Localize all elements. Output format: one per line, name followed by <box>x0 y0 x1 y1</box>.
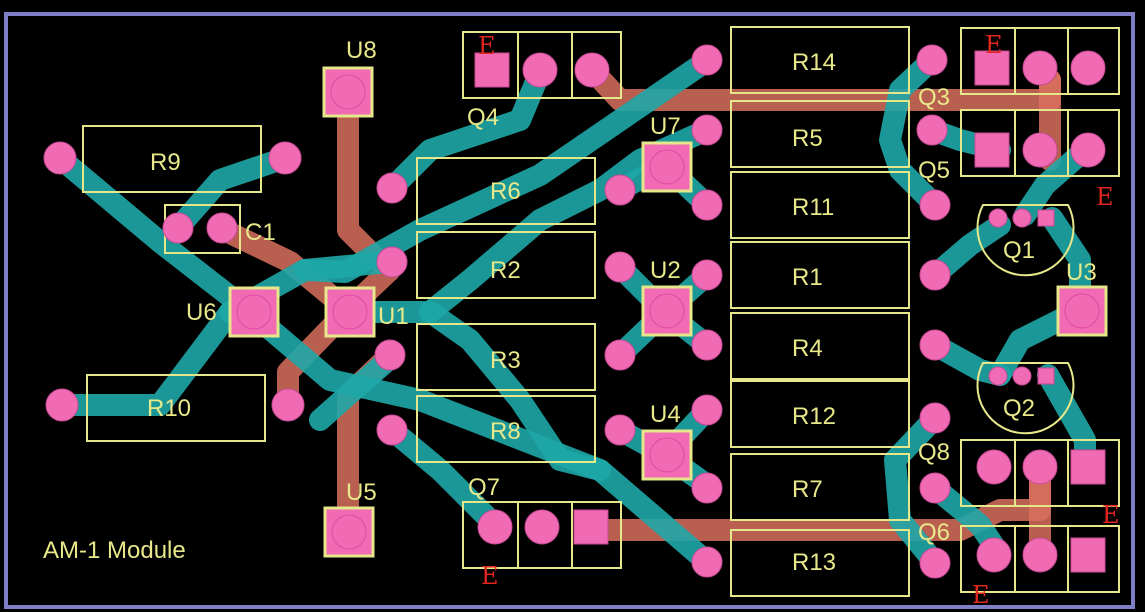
label-r11: R11 <box>792 194 834 221</box>
silkscreen-outlines <box>82 26 1120 597</box>
label-u8: U8 <box>346 37 377 64</box>
label-q3: Q3 <box>918 84 950 111</box>
r11-outline <box>730 171 910 239</box>
emitter-mark-q5: E <box>1096 183 1114 211</box>
label-u5: U5 <box>346 479 377 506</box>
label-u2: U2 <box>650 257 681 284</box>
r9-outline <box>82 125 262 193</box>
label-q5: Q5 <box>918 157 950 184</box>
round-pads <box>43 44 1106 579</box>
q7-outline <box>462 501 622 569</box>
label-u4: U4 <box>650 401 681 428</box>
emitter-marks: E E E E E E <box>478 31 1120 609</box>
emitter-mark-q8: E <box>1102 501 1120 529</box>
label-r1: R1 <box>792 264 823 291</box>
r8-outline <box>416 395 596 463</box>
label-r12: R12 <box>792 403 836 430</box>
label-q4: Q4 <box>467 104 499 131</box>
q1-outline <box>976 204 1075 277</box>
label-u6: U6 <box>186 299 217 326</box>
label-q8: Q8 <box>918 439 950 466</box>
emitter-mark-q6: E <box>972 581 990 609</box>
r2-outline <box>416 231 596 299</box>
label-r8: R8 <box>490 418 521 445</box>
label-r9: R9 <box>150 149 181 176</box>
label-r6: R6 <box>490 178 521 205</box>
component-labels: R9 R10 C1 R6 R2 R3 R8 R14 R5 R11 R1 R4 R… <box>147 37 1097 576</box>
q2-outline <box>976 362 1075 435</box>
label-r7: R7 <box>792 476 823 503</box>
label-u1: U1 <box>378 303 409 330</box>
label-r2: R2 <box>490 257 521 284</box>
q3-outline <box>960 27 1120 95</box>
r5-outline <box>730 100 910 168</box>
r7-outline <box>730 453 910 521</box>
q8-outline <box>960 439 1120 507</box>
label-r4: R4 <box>792 335 823 362</box>
label-q1: Q1 <box>1003 237 1035 264</box>
square-pads <box>474 50 1106 573</box>
label-q7: Q7 <box>468 474 500 501</box>
label-c1: C1 <box>245 219 276 246</box>
top-layer-traces <box>49 49 1096 574</box>
label-r5: R5 <box>792 125 823 152</box>
r6-outline <box>416 157 596 225</box>
q6-outline <box>960 525 1120 593</box>
board-title: AM-1 Module <box>43 537 186 564</box>
r14-outline <box>730 26 910 94</box>
r3-outline <box>416 323 596 391</box>
label-q6: Q6 <box>918 519 950 546</box>
emitter-mark-q4: E <box>478 32 496 60</box>
label-q2: Q2 <box>1003 395 1035 422</box>
emitter-mark-q7: E <box>481 562 499 590</box>
label-r10: R10 <box>147 395 191 422</box>
label-u7: U7 <box>650 113 681 140</box>
q4-outline <box>462 31 622 99</box>
emitter-mark-q3: E <box>985 31 1003 59</box>
r13-outline <box>730 529 910 597</box>
label-r14: R14 <box>792 49 836 76</box>
label-u3: U3 <box>1066 259 1097 286</box>
r4-outline <box>730 312 910 380</box>
q5-outline <box>960 109 1120 177</box>
label-r13: R13 <box>792 549 836 576</box>
r1-outline <box>730 241 910 309</box>
label-r3: R3 <box>490 347 521 374</box>
r12-outline <box>730 380 910 448</box>
r10-outline <box>86 374 266 442</box>
